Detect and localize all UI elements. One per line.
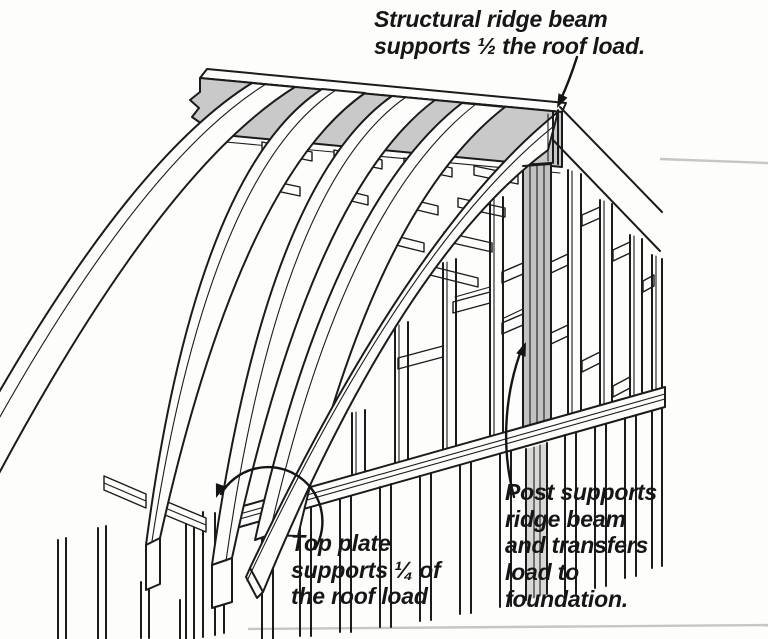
post: [522, 161, 552, 601]
right-roof-edge: [552, 106, 663, 252]
eave-plate: [57, 475, 207, 639]
ridge-beam-label: Structural ridge beam supports ½ the roo…: [374, 6, 646, 59]
ridge-arrow: [558, 55, 579, 103]
gable-stud-lines: [351, 169, 663, 477]
top-plate-arrow: [219, 465, 324, 551]
top-plate-arrow-head: [215, 483, 226, 498]
ridge-arrow-head: [557, 93, 568, 108]
scan-artifacts: [247, 157, 768, 631]
post-arrow: [504, 346, 524, 499]
top-plate-label: Top plate supports ¼ of the roof load: [291, 530, 441, 610]
ridge-peak: [522, 109, 559, 167]
gable-rafter: [245, 111, 559, 599]
annotation-arrows: [215, 55, 579, 551]
rafters: [0, 82, 506, 609]
post-label: Post supports ridge beam and transfers l…: [505, 479, 658, 612]
post-arrow-head: [516, 342, 526, 357]
post-lower: [526, 443, 547, 600]
